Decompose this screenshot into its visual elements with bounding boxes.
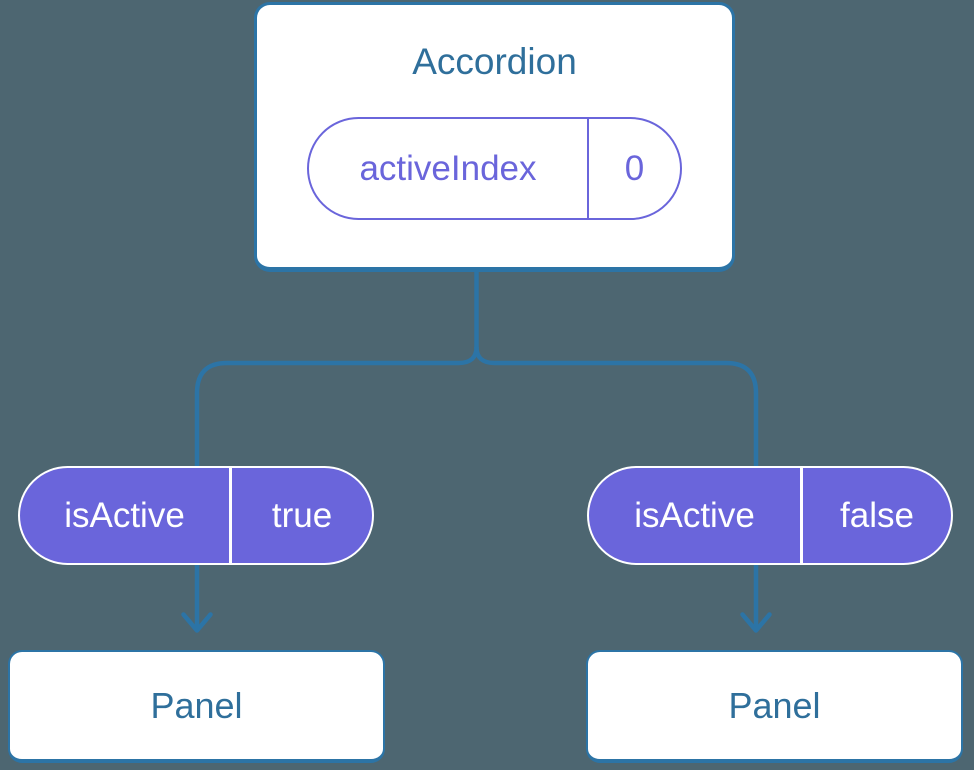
prop-pill-right-name: isActive [634,495,755,535]
prop-pill-right-value: false [840,495,914,535]
prop-pill-left-name: isActive [64,495,185,535]
state-pill: activeIndex 0 [307,117,682,220]
left-arrowhead-icon [181,612,213,633]
state-pill-value: 0 [624,148,645,188]
state-pill-name: activeIndex [359,148,537,188]
left-branch-line [194,346,479,627]
right-branch-line [474,346,759,627]
panel-node-left: Panel [8,650,385,763]
panel-node-right: Panel [586,650,963,763]
accordion-node: Accordion activeIndex 0 [254,2,735,272]
prop-pill-right-divider [800,468,803,563]
prop-pill-left-value: true [271,495,333,535]
prop-pill-left: isActive true [18,466,374,565]
accordion-node-title: Accordion [412,41,577,82]
right-arrowhead-icon [740,612,772,633]
prop-pill-right: isActive false [587,466,953,565]
state-pill-divider [587,119,589,218]
prop-pill-left-divider [229,468,232,563]
